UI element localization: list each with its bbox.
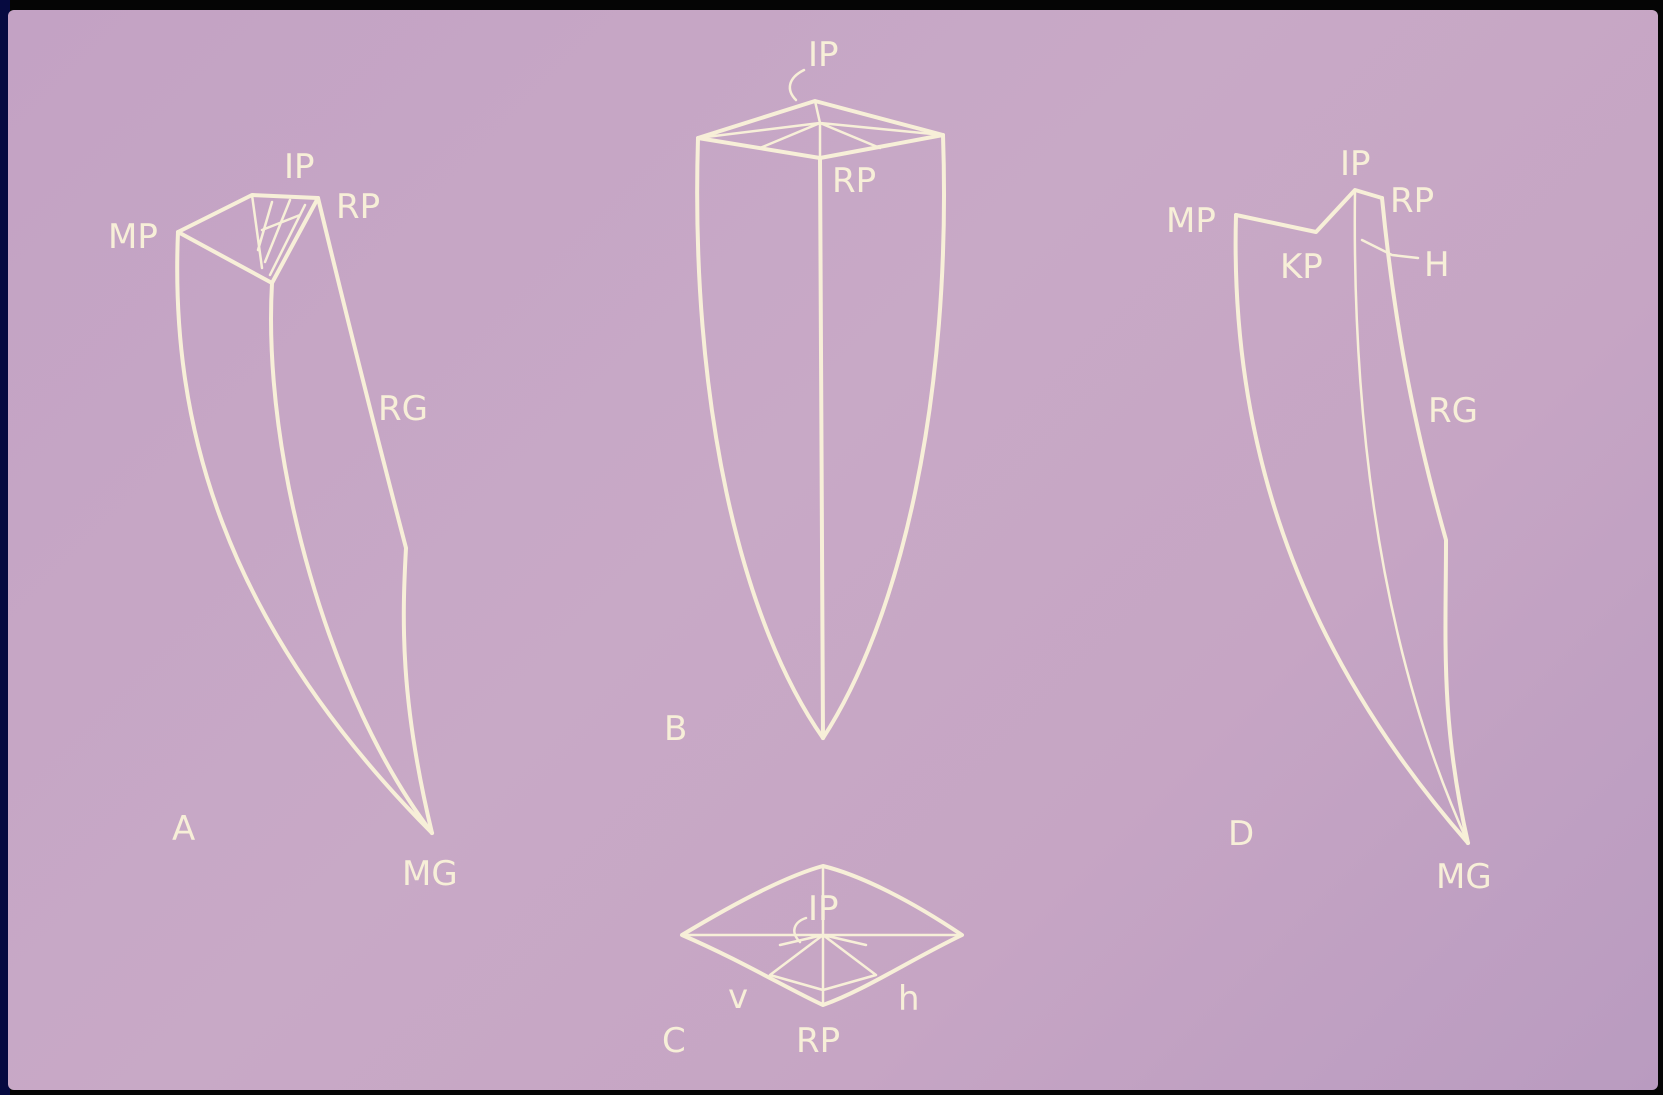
figure-d-label-rg: RG: [1428, 391, 1478, 431]
figure-d-label-ip: IP: [1340, 144, 1371, 184]
figure-d-outline: [1236, 190, 1468, 843]
figure-d-panel-label: D: [1228, 814, 1254, 854]
figure-d-label-rp: RP: [1390, 181, 1434, 221]
figure-a-outline: [177, 195, 432, 833]
figure-c-label-ip: IP: [808, 889, 839, 929]
figure-b-outline: [697, 70, 944, 738]
figure-d-label-kp: KP: [1280, 247, 1323, 287]
figure-b: IP RP B: [664, 35, 944, 749]
figure-d-label-mg: MG: [1436, 857, 1492, 897]
figure-d-label-h: H: [1424, 245, 1450, 285]
figure-a-panel-label: A: [172, 809, 195, 849]
figure-c-label-rp: RP: [796, 1021, 840, 1061]
figure-a-label-rp: RP: [336, 187, 380, 227]
figure-b-label-rp: RP: [832, 161, 876, 201]
figure-c-outline: [682, 866, 962, 1005]
figure-a-label-rg: RG: [378, 389, 428, 429]
figure-d: IP MP RP KP H RG MG D: [1166, 144, 1492, 897]
figure-d-label-mp: MP: [1166, 201, 1216, 241]
figure-c-label-h: h: [898, 979, 920, 1019]
figure-b-label-ip: IP: [808, 35, 839, 75]
figure-a: IP MP RP RG MG A: [108, 147, 458, 894]
figure-c-panel-label: C: [662, 1021, 686, 1061]
figure-a-label-mp: MP: [108, 217, 158, 257]
figure-a-label-mg: MG: [402, 854, 458, 894]
figure-a-label-ip: IP: [284, 147, 315, 187]
figure-b-panel-label: B: [664, 709, 687, 749]
figure-c-label-v: v: [728, 977, 748, 1017]
figure-c: IP RP v h C: [662, 866, 962, 1061]
